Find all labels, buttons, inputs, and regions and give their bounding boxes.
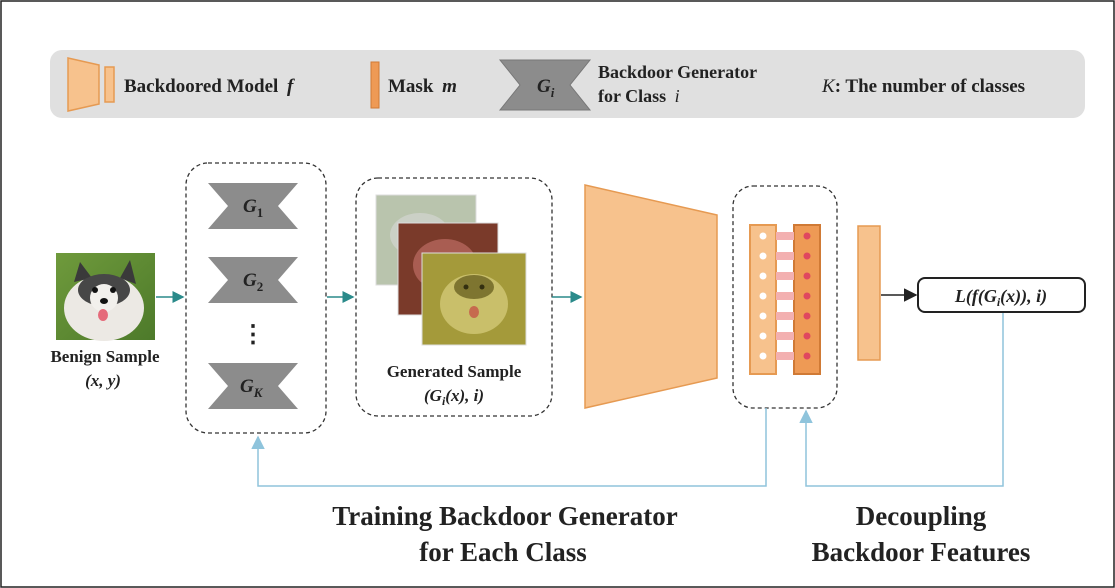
caption-training-line1: Training Backdoor Generator [332, 501, 678, 531]
legend-generator-icon [498, 59, 592, 111]
legend-generator-line1: Backdoor Generator [598, 62, 757, 82]
feedback-training-generator [251, 408, 767, 487]
feedback-decoupling-features [799, 313, 1004, 487]
generator-ellipsis: ⋮ [241, 322, 265, 348]
generated-sample-notation: (Gi(x), i) [424, 386, 484, 408]
legend-mask-label: Mask m [388, 76, 457, 97]
loss-box [917, 277, 1086, 313]
legend-generator-symbol: Gi [537, 76, 555, 100]
generated-sample-label: Generated Sample [387, 362, 522, 381]
generator-gk-label: GK [240, 376, 264, 400]
benign-sample-notation: (x, y) [85, 371, 121, 390]
caption-decoupling-line1: Decoupling [856, 501, 987, 531]
caption-training-line2: for Each Class [419, 537, 587, 567]
legend-model-icon [67, 57, 100, 112]
benign-sample-image [56, 253, 155, 341]
generator-g1-icon [208, 183, 298, 229]
caption-decoupling-line2: Backdoor Features [812, 537, 1031, 567]
legend-mask-icon [370, 61, 380, 109]
generator-g1-label: G1 [243, 196, 263, 220]
feature-mask-visual [749, 224, 821, 375]
backdoored-model-head [857, 225, 881, 361]
legend-model-label: Backdoored Model f [124, 76, 295, 97]
legend-model-head-icon [104, 66, 115, 103]
loss-formula: L(f(Gi(x)), i) [954, 286, 1047, 309]
backdoored-model-encoder [584, 184, 718, 409]
feature-mask-box [732, 185, 838, 409]
benign-sample-label: Benign Sample [50, 347, 160, 366]
generator-g2-icon [208, 257, 298, 303]
generator-gk-icon [208, 363, 298, 409]
legend-k-label: K: The number of classes [821, 76, 1025, 97]
generator-g2-label: G2 [243, 270, 263, 294]
generated-sample-images [375, 194, 527, 346]
legend-generator-line2: for Class i [598, 86, 680, 106]
